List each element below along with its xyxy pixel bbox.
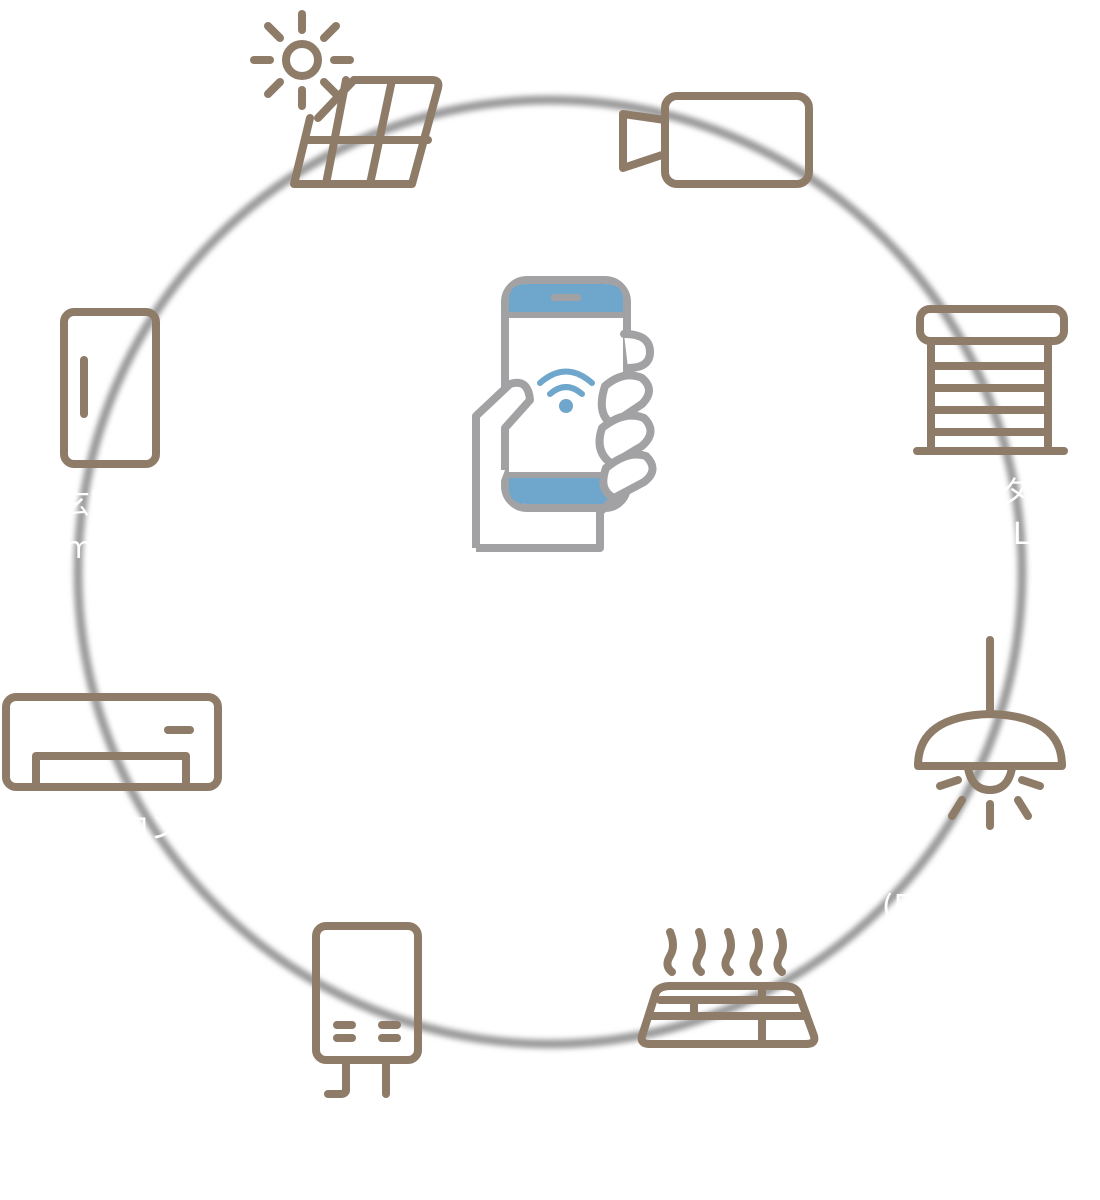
pendant-light-icon	[914, 636, 1066, 830]
door-lock-icon	[60, 308, 160, 468]
shutter-icon	[913, 305, 1068, 455]
smartphone-wifi-icon	[472, 276, 657, 552]
shutter-label-line2: IL)	[1004, 517, 1042, 552]
camera-icon	[619, 92, 813, 188]
connection-ring	[73, 95, 1027, 1049]
floor-heating-icon	[637, 928, 819, 1048]
light-label: (F	[882, 889, 911, 924]
water-heater-icon	[312, 922, 422, 1098]
door-label-line1: 玄関	[60, 487, 120, 522]
air-conditioner-icon	[2, 693, 222, 791]
solar-panel-icon	[250, 10, 443, 188]
door-label-line2: m	[64, 531, 94, 566]
shutter-label-line1: タ	[1000, 475, 1030, 510]
aircon-label: コン	[120, 811, 180, 846]
